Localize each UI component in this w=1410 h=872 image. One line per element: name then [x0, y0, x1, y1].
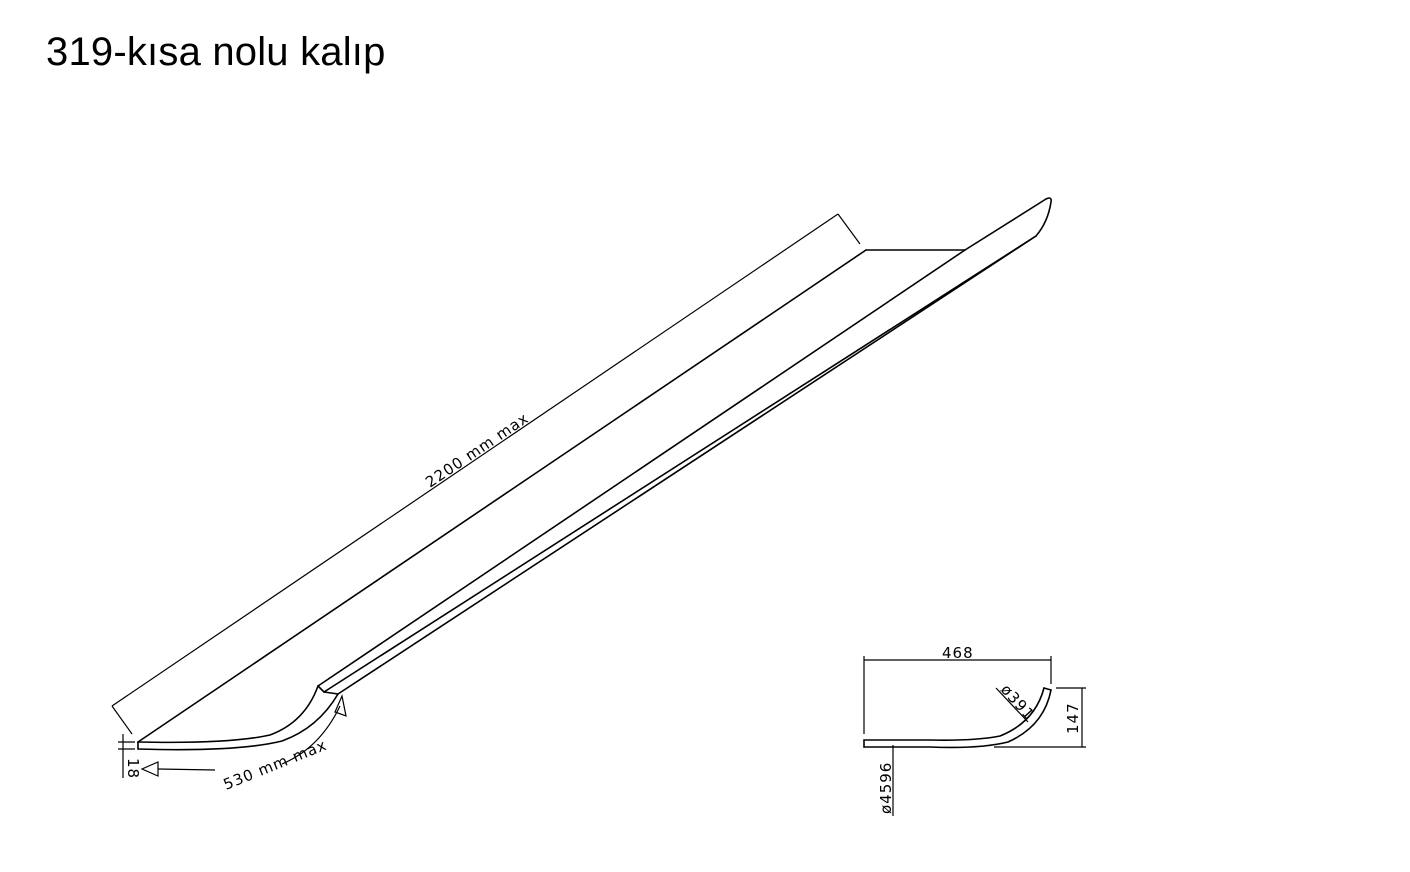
dimension-length-label: 2200 mm max	[422, 409, 532, 491]
dimension-section-width-label: 468	[942, 644, 974, 662]
mold-isometric-view	[137, 197, 1052, 751]
section-profile-outer	[863, 687, 1045, 741]
developed-width-arrow-line	[157, 768, 216, 771]
dimension-section-height-label: 147	[1064, 702, 1082, 734]
arrow-left-icon	[140, 761, 159, 777]
cross-section-view: 468 147 ø391 ø4596	[863, 644, 1086, 816]
mold-groove-edge-upper	[317, 249, 966, 687]
dimension-small-radius-label: ø391	[997, 681, 1038, 724]
mold-far-lip	[964, 197, 1052, 251]
dimension-developed-width-label: 530 mm max	[221, 736, 330, 794]
dimension-large-radius-label: ø4596	[877, 762, 895, 814]
dimension-length: 2200 mm max	[111, 213, 861, 735]
dimension-thickness: 18	[118, 734, 142, 779]
arrow-up-icon	[334, 694, 347, 717]
mold-back-edge	[137, 249, 867, 743]
dimension-thickness-label: 18	[124, 758, 142, 779]
dimension-developed-width: 530 mm max	[140, 694, 347, 794]
small-radius-leader	[995, 687, 1029, 723]
drawing-title: 319-kısa nolu kalıp	[46, 30, 386, 74]
mold-near-profile-inner	[137, 693, 339, 751]
mold-groove-edge-lower	[323, 235, 1037, 693]
mold-near-lip-top	[317, 685, 339, 695]
developed-width-arc	[281, 705, 341, 765]
mold-front-edge	[337, 235, 1037, 695]
section-profile-inner	[863, 689, 1052, 749]
mold-near-profile-outer	[137, 685, 319, 744]
